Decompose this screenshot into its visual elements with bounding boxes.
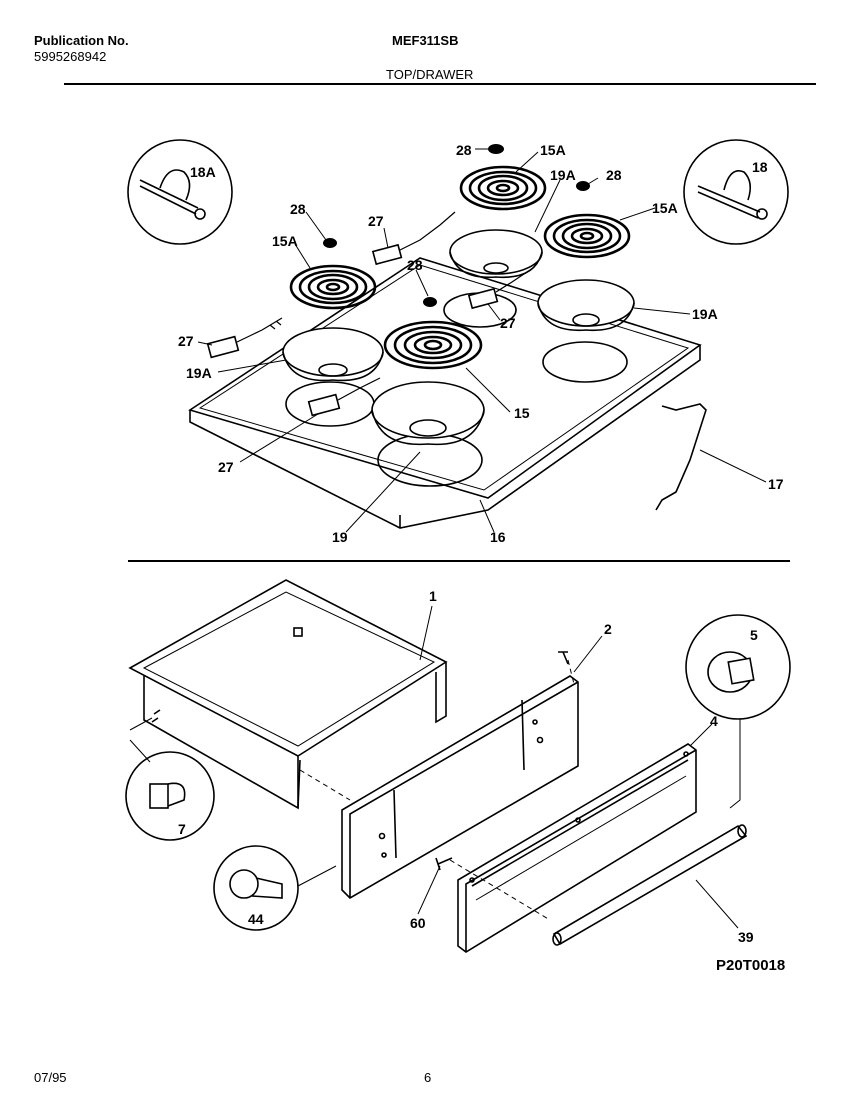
receptacle-27	[206, 317, 283, 359]
callout-15: 15	[514, 405, 530, 421]
receptacle-27	[371, 211, 456, 266]
coil-element-15	[383, 320, 483, 370]
callout-19a: 19A	[186, 365, 212, 381]
callout-19a: 19A	[550, 167, 576, 183]
callout-27: 27	[218, 459, 234, 475]
trim-ring-28	[488, 144, 504, 154]
detail-circle-18	[683, 139, 789, 245]
callout-4: 4	[710, 713, 718, 729]
drawer-liner-2	[341, 675, 579, 900]
drip-bowl-19a-right	[537, 279, 635, 332]
callout-15a: 15A	[272, 233, 298, 249]
handle-39	[552, 824, 748, 946]
drawer-front-4	[457, 743, 697, 953]
callout-18: 18	[752, 159, 768, 175]
callout-39: 39	[738, 929, 754, 945]
callout-19a: 19A	[692, 306, 718, 322]
trim-ring-28	[323, 238, 337, 248]
receptacle-27	[307, 377, 381, 417]
callout-28: 28	[290, 201, 306, 217]
drawer-body-1	[128, 579, 448, 810]
callout-28: 28	[407, 257, 423, 273]
callout-15a: 15A	[540, 142, 566, 158]
detail-circle-18a	[127, 139, 233, 245]
callout-60: 60	[410, 915, 426, 931]
drip-bowl-19a-left	[282, 327, 384, 382]
callout-2: 2	[604, 621, 612, 637]
coil-element-15a-rear	[459, 165, 547, 211]
detail-circle-7	[125, 717, 215, 841]
detail-circle-44	[213, 845, 337, 931]
header-rule	[64, 83, 816, 85]
callout-27: 27	[368, 213, 384, 229]
callout-19: 19	[332, 529, 348, 545]
coil-element-15a-right	[543, 213, 631, 259]
detail-circle-5	[685, 614, 791, 809]
callout-18a: 18A	[190, 164, 216, 180]
callout-16: 16	[490, 529, 506, 545]
callout-15a: 15A	[652, 200, 678, 216]
wire-harness-17	[655, 403, 707, 511]
footer-date: 07/95	[34, 1070, 67, 1085]
trim-ring-28	[423, 297, 437, 307]
cooktop-assembly	[127, 139, 789, 533]
callout-28: 28	[456, 142, 472, 158]
screw-60	[435, 857, 453, 871]
callout-17: 17	[768, 476, 784, 492]
footer-page-number: 6	[424, 1070, 432, 1085]
callout-27: 27	[178, 333, 194, 349]
section-title: TOP/DRAWER	[386, 67, 474, 82]
callout-5: 5	[750, 627, 758, 643]
callout-28: 28	[606, 167, 622, 183]
callout-27: 27	[500, 315, 516, 331]
callout-1: 1	[429, 588, 437, 604]
publication-label: Publication No.	[34, 33, 129, 48]
model-number: MEF311SB	[392, 33, 459, 48]
trim-ring-28	[576, 181, 590, 191]
screw	[558, 651, 569, 665]
coil-element-15a-left	[289, 264, 377, 310]
publication-number: 5995268942	[34, 49, 107, 64]
callout-labels: 28 15A 18A 19A 28 18 28 27 15A 15A 28 27…	[178, 142, 785, 974]
callout-44: 44	[248, 911, 264, 927]
drawer-assembly	[125, 579, 791, 953]
callout-7: 7	[178, 821, 186, 837]
drip-bowl-19a-rear	[449, 229, 543, 279]
drip-bowl-19	[371, 381, 485, 446]
diagram-code: P20T0018	[716, 957, 785, 974]
receptacle-27	[467, 269, 531, 310]
